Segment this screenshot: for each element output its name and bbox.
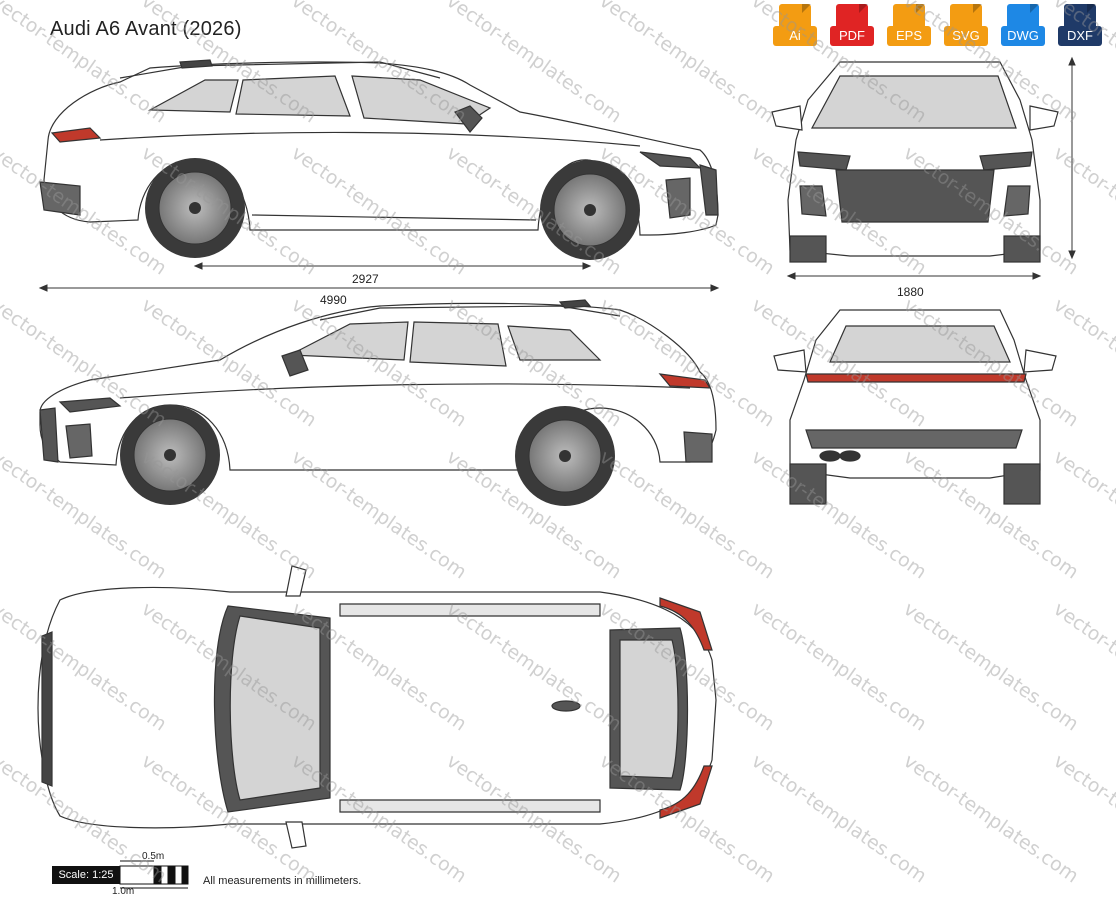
- pdf-file-icon[interactable]: PDF: [830, 4, 874, 52]
- scale-half-meter: 0.5m: [142, 851, 165, 862]
- dxf-file-icon[interactable]: DXF: [1058, 4, 1102, 52]
- rear-view-rear-window: [829, 325, 1011, 363]
- front-view-windshield: [810, 75, 1017, 129]
- top-view-roof-left-glass: [339, 603, 601, 617]
- side-view-left-window-rear: [235, 75, 351, 117]
- rear-view-exhaust-right: [839, 450, 861, 462]
- width-label: 1880: [897, 285, 924, 299]
- front-view-headlight-right: [979, 151, 1033, 171]
- top-view-body: [37, 586, 717, 829]
- side-view-right-mirror: [281, 349, 309, 377]
- side-view-left-roofrail: [119, 61, 441, 79]
- side-view-left-spoiler: [179, 59, 213, 69]
- scale-one-meter: 1.0m: [112, 886, 135, 897]
- file-format-label: Ai: [773, 26, 817, 46]
- side-view-right-front-wheel: [120, 405, 220, 505]
- rear-view-mirror-right: [1023, 349, 1057, 373]
- front-view-tyre-left: [789, 235, 827, 263]
- page-title: Audi A6 Avant (2026): [50, 18, 242, 40]
- wheelbase-label: 2927: [352, 272, 379, 286]
- side-view-left-grille: [699, 164, 719, 216]
- file-format-label: EPS: [887, 26, 931, 46]
- side-view-right-window-quarter: [507, 325, 602, 361]
- side-view-left-front-intake: [665, 177, 691, 219]
- width-dimension-line: [786, 272, 1042, 280]
- side-view-right-window-rear: [409, 321, 507, 367]
- rear-view-bumper: [805, 429, 1023, 449]
- ai-file-icon[interactable]: Ai: [773, 4, 817, 52]
- file-format-label: SVG: [944, 26, 988, 46]
- side-view-right-headlight: [58, 397, 122, 413]
- file-fold: [973, 4, 982, 13]
- side-view-right-window-front: [287, 321, 409, 361]
- side-view-right-beltline: [119, 383, 691, 399]
- rear-view-taillight-bar: [805, 373, 1027, 383]
- rear-view: [773, 309, 1057, 505]
- side-view-left-beltline: [99, 131, 641, 147]
- side-view-left-greenhouse: [147, 79, 239, 113]
- top-view-rear-window-glass: [619, 639, 679, 779]
- rear-view-exhaust-left: [819, 450, 841, 462]
- side-view-right-front-intake: [65, 423, 93, 459]
- measurement-note: All measurements in millimeters.: [203, 875, 362, 887]
- side-view-left-sill: [251, 214, 537, 221]
- file-fold: [859, 4, 868, 13]
- top-view-mirror-lower: [285, 821, 307, 849]
- front-view-mirror-left: [771, 105, 803, 131]
- side-view-right-rear-wheel: [515, 406, 615, 506]
- file-format-label: DWG: [1001, 26, 1045, 46]
- front-view-grille: [835, 169, 995, 223]
- side-view-left: [39, 59, 719, 236]
- top-view-windshield-glass: [229, 615, 321, 801]
- side-view-left-rear-wheel: [145, 158, 245, 258]
- side-view-left-front-wheel: [540, 160, 640, 260]
- eps-file-icon[interactable]: EPS: [887, 4, 931, 52]
- rear-view-tyre-left: [789, 463, 827, 505]
- side-view-right-rear-diffuser: [683, 431, 713, 463]
- side-view-right-roofrail: [319, 305, 621, 321]
- top-view-mirror-upper: [285, 565, 307, 597]
- rear-view-mirror-left: [773, 349, 807, 373]
- dwg-file-icon[interactable]: DWG: [1001, 4, 1045, 52]
- top-view-taillight-lower: [659, 765, 713, 819]
- side-view-right-grille: [39, 407, 59, 463]
- file-format-label: DXF: [1058, 26, 1102, 46]
- top-view-grille: [41, 631, 53, 787]
- rear-view-tyre-right: [1003, 463, 1041, 505]
- front-view-intake-left: [799, 185, 827, 217]
- top-view: [37, 565, 717, 849]
- top-view-taillight-upper: [659, 597, 713, 651]
- file-fold: [1087, 4, 1096, 13]
- side-view-left-taillight: [50, 127, 102, 143]
- length-dimension-line: [38, 284, 720, 292]
- front-view-intake-right: [1003, 185, 1031, 217]
- front-height-dimension-line: [1068, 56, 1076, 260]
- file-fold: [916, 4, 925, 13]
- side-view-right-spoiler: [558, 299, 592, 309]
- side-view-left-mirror: [454, 105, 483, 133]
- file-format-label: PDF: [830, 26, 874, 46]
- scale-bar: [119, 860, 189, 889]
- front-view: [771, 61, 1059, 263]
- front-view-mirror-right: [1029, 105, 1059, 131]
- top-view-shark-fin: [551, 700, 581, 712]
- file-fold: [802, 4, 811, 13]
- file-fold: [1030, 4, 1039, 13]
- side-view-right-taillight: [658, 373, 712, 389]
- side-view-left-rear-diffuser: [39, 181, 81, 216]
- top-view-roof-right-glass: [339, 799, 601, 813]
- front-view-tyre-right: [1003, 235, 1041, 263]
- length-label: 4990: [320, 293, 347, 307]
- svg-file-icon[interactable]: SVG: [944, 4, 988, 52]
- wheelbase-dimension-line: [193, 262, 592, 270]
- scale-label: Scale: 1:25: [52, 866, 120, 884]
